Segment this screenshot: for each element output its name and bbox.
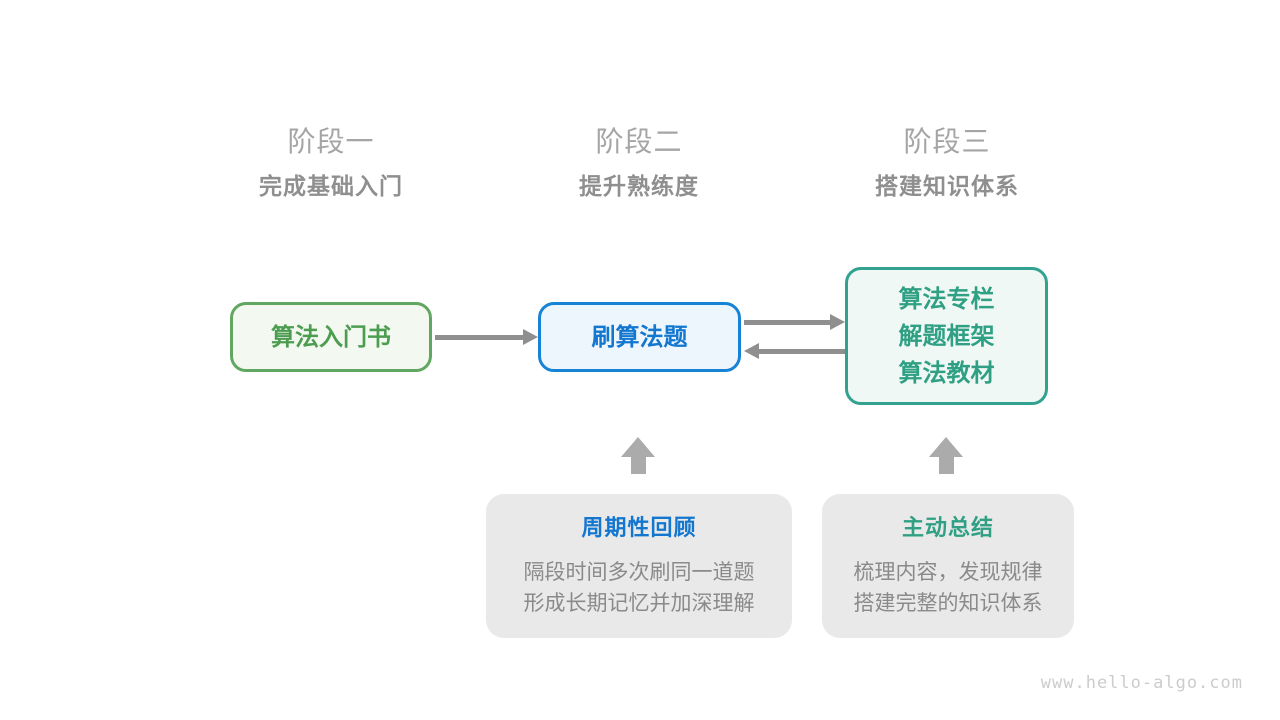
stage-2-header: 阶段二 提升熟练度 <box>489 126 789 200</box>
arrow-shaft <box>759 348 845 354</box>
arrow-up-icon <box>621 437 655 474</box>
node-practice-problems: 刷算法题 <box>538 302 741 372</box>
stage-1-title: 阶段一 <box>287 126 375 157</box>
arrow-head <box>744 343 759 359</box>
callout-periodic-review-body: 隔段时间多次刷同一道题 形成长期记忆并加深理解 <box>486 557 792 619</box>
arrow-up-stem <box>938 457 954 474</box>
callout-body-line: 搭建完整的知识体系 <box>853 592 1043 615</box>
node-resources-line-1: 算法专栏 <box>898 285 995 313</box>
arrow-up-head <box>621 437 655 457</box>
callout-active-summary-body: 梳理内容，发现规律 搭建完整的知识体系 <box>822 557 1074 619</box>
stage-3-header: 阶段三 搭建知识体系 <box>797 126 1097 200</box>
arrow-right-icon <box>744 314 845 330</box>
node-practice-problems-label: 刷算法题 <box>591 323 688 351</box>
arrow-right-icon <box>435 329 538 345</box>
watermark: www.hello-algo.com <box>1040 673 1243 693</box>
stage-1-subtitle: 完成基础入门 <box>259 173 403 199</box>
stage-2-title: 阶段二 <box>595 126 683 157</box>
arrow-up-icon <box>929 437 963 474</box>
node-intro-book-label: 算法入门书 <box>271 323 391 351</box>
arrow-up-stem <box>630 457 646 474</box>
node-intro-book: 算法入门书 <box>230 302 432 372</box>
callout-body-line: 隔段时间多次刷同一道题 <box>523 561 755 584</box>
arrow-head <box>830 314 845 330</box>
node-resources-line-2: 解题框架 <box>898 322 995 350</box>
callout-active-summary-title: 主动总结 <box>901 515 994 540</box>
stage-2-subtitle: 提升熟练度 <box>579 173 699 199</box>
node-knowledge-resources: 算法专栏 解题框架 算法教材 <box>845 267 1048 405</box>
stage-1-header: 阶段一 完成基础入门 <box>181 126 481 200</box>
arrow-shaft <box>435 334 523 340</box>
arrow-left-icon <box>744 343 845 359</box>
stage-3-title: 阶段三 <box>903 126 991 157</box>
callout-active-summary: 主动总结 梳理内容，发现规律 搭建完整的知识体系 <box>822 494 1074 638</box>
stage-3-subtitle: 搭建知识体系 <box>875 173 1019 199</box>
arrow-head <box>523 329 538 345</box>
callout-body-line: 梳理内容，发现规律 <box>853 561 1043 584</box>
callout-periodic-review-title: 周期性回顾 <box>581 515 697 540</box>
callout-body-line: 形成长期记忆并加深理解 <box>523 592 755 615</box>
node-resources-line-3: 算法教材 <box>898 359 995 387</box>
callout-periodic-review: 周期性回顾 隔段时间多次刷同一道题 形成长期记忆并加深理解 <box>486 494 792 638</box>
arrow-shaft <box>744 319 830 325</box>
arrow-up-head <box>929 437 963 457</box>
